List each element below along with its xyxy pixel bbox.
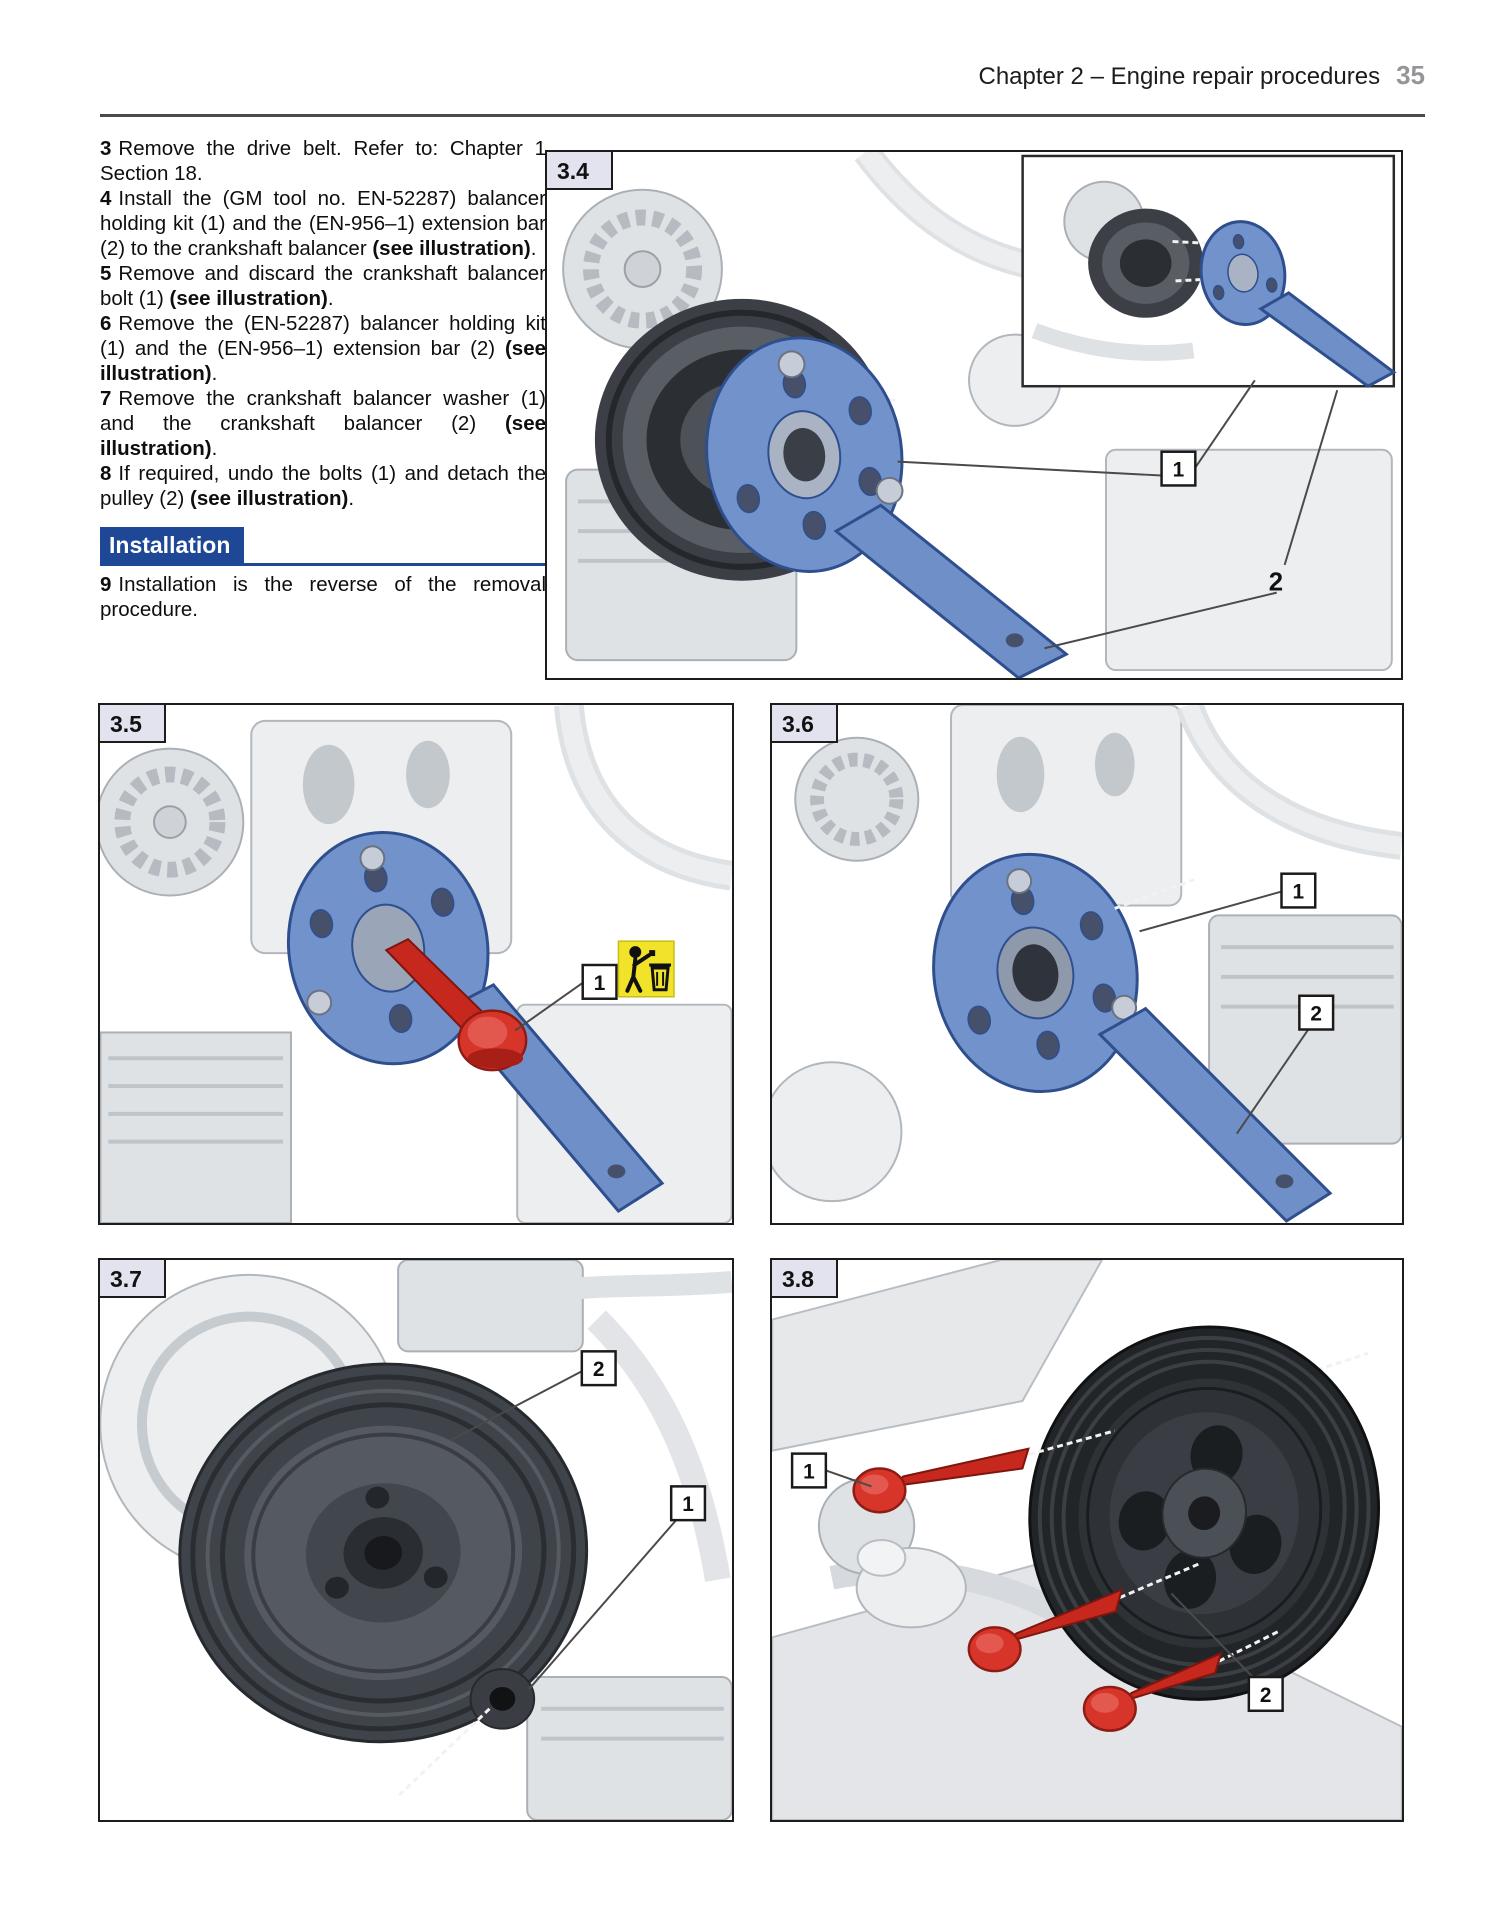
figure-3-6: 3.6 (770, 703, 1404, 1225)
callout-extension-bar: 2 (1298, 994, 1335, 1031)
figure-3-7-illustration: 2 1 (100, 1260, 732, 1820)
figure-3-8: 3.8 (770, 1258, 1404, 1822)
pulley-bolt-3 (1082, 1630, 1280, 1732)
figure-3-5-illustration: 1 (100, 705, 732, 1223)
figure-3-4-illustration: 1 2 (562, 152, 1397, 678)
step-number: 6 (100, 312, 112, 335)
step-number: 8 (100, 462, 112, 485)
step-text: Install the (GM tool no. EN-52287) balan… (100, 187, 546, 260)
step-text: If required, undo the bolts (1) and deta… (100, 462, 546, 510)
balancer-holding-kit-plate (932, 852, 1139, 1094)
step-number: 4 (100, 187, 112, 210)
svg-text:1: 1 (682, 1493, 694, 1516)
crankshaft-balancer-bolt (384, 937, 528, 1072)
svg-text:2: 2 (1260, 1684, 1272, 1707)
callout-balancer-washer: 1 (669, 1485, 707, 1522)
installation-heading-label: Installation (100, 527, 245, 563)
callout-pulley: 2 (1247, 1675, 1284, 1713)
svg-text:1: 1 (1173, 459, 1185, 482)
figure-3-7: 3.7 (98, 1258, 734, 1822)
callout-balancer-holding-kit: 1 (1280, 872, 1317, 909)
svg-text:1: 1 (1293, 881, 1305, 904)
page-number: 35 (1396, 60, 1425, 90)
callout-extension-bar: 2 (1269, 569, 1283, 597)
figure-3-6-label: 3.6 (772, 705, 838, 743)
figure-3-7-label: 3.7 (100, 1260, 166, 1298)
page-header: Chapter 2 – Engine repair procedures 35 (979, 60, 1426, 91)
step-number: 9 (100, 573, 112, 596)
pulley-bolt-2 (967, 1562, 1200, 1673)
figure-3-8-label: 3.8 (772, 1260, 838, 1298)
figure-3-6-illustration: 1 2 (772, 705, 1402, 1223)
step-number: 3 (100, 137, 112, 160)
balancer-washer (469, 1668, 536, 1730)
step-text: Remove the (EN-52287) balancer holding k… (100, 312, 546, 385)
pulley-bolt-1 (852, 1429, 1116, 1514)
callout-balancer-bolt: 1 (581, 963, 618, 1000)
step-text: Remove and discard the crankshaft balanc… (100, 262, 546, 310)
callout-balancer-holding-kit: 1 (1160, 450, 1197, 487)
callout-crankshaft-balancer: 2 (580, 1350, 617, 1387)
balancer-holding-kit-plate (705, 336, 904, 573)
figure-3-5: 3.5 (98, 703, 734, 1225)
step-text: Remove the drive belt. Refer to: Chapter… (100, 137, 546, 185)
chapter-title: Chapter 2 – Engine repair procedures (978, 63, 1381, 90)
step-text: Remove the crankshaft balancer washer (1… (100, 387, 546, 460)
header-divider (100, 114, 1425, 117)
step-number: 5 (100, 262, 112, 285)
discard-trash-icon (617, 940, 675, 998)
step-number: 7 (100, 387, 112, 410)
step-text: Installation is the reverse of the remov… (100, 573, 546, 621)
svg-text:1: 1 (803, 1460, 815, 1483)
extension-bar (833, 503, 1070, 678)
figure-3-4: 3.4 (545, 150, 1403, 680)
callout-pulley-bolts: 1 (790, 1452, 828, 1489)
crankshaft-balancer-pulley (178, 1362, 589, 1744)
extension-bar (1097, 1006, 1333, 1223)
svg-text:1: 1 (594, 972, 606, 995)
figure-3-4-inset (1021, 154, 1397, 388)
svg-text:2: 2 (593, 1358, 605, 1381)
figure-3-4-label: 3.4 (547, 152, 613, 190)
figure-3-5-label: 3.5 (100, 705, 166, 743)
installation-section-heading: Installation (100, 527, 546, 566)
svg-text:2: 2 (1310, 1003, 1322, 1026)
figure-3-8-illustration: 1 2 (772, 1260, 1402, 1820)
